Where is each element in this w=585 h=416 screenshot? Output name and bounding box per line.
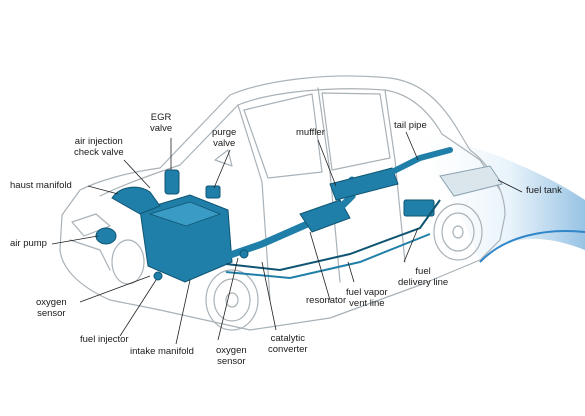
- oxygen-sensor-rear-label: oxygen sensor: [216, 345, 247, 367]
- tail-pipe-label: tail pipe: [394, 120, 427, 131]
- background-swoosh: [400, 130, 585, 263]
- fuel-vapor-vent-line-label: fuel vapor vent line: [346, 287, 388, 309]
- oxygen-sensor-front-label: oxygen sensor: [36, 297, 67, 319]
- egr-valve-label: EGR valve: [150, 112, 173, 134]
- catalytic-converter-label: catalytic converter: [268, 333, 308, 355]
- fuel-injector-label: fuel injector: [80, 334, 129, 345]
- fuel-delivery-line-label: fuel delivery line: [398, 266, 449, 288]
- exhaust-manifold-label: haust manifold: [10, 180, 72, 191]
- system-components: [95, 147, 503, 283]
- fuel-tank-label: fuel tank: [526, 185, 562, 196]
- purge-valve-label: purge valve: [212, 127, 237, 149]
- air-pump-label: air pump: [10, 238, 47, 249]
- muffler-label: muffler: [296, 127, 325, 138]
- resonator-label: resonator: [306, 295, 347, 306]
- intake-manifold-label: intake manifold: [130, 346, 194, 357]
- leader-lines: [51, 131, 523, 345]
- air-injection-check-valve-label: air injection check valve: [74, 136, 124, 158]
